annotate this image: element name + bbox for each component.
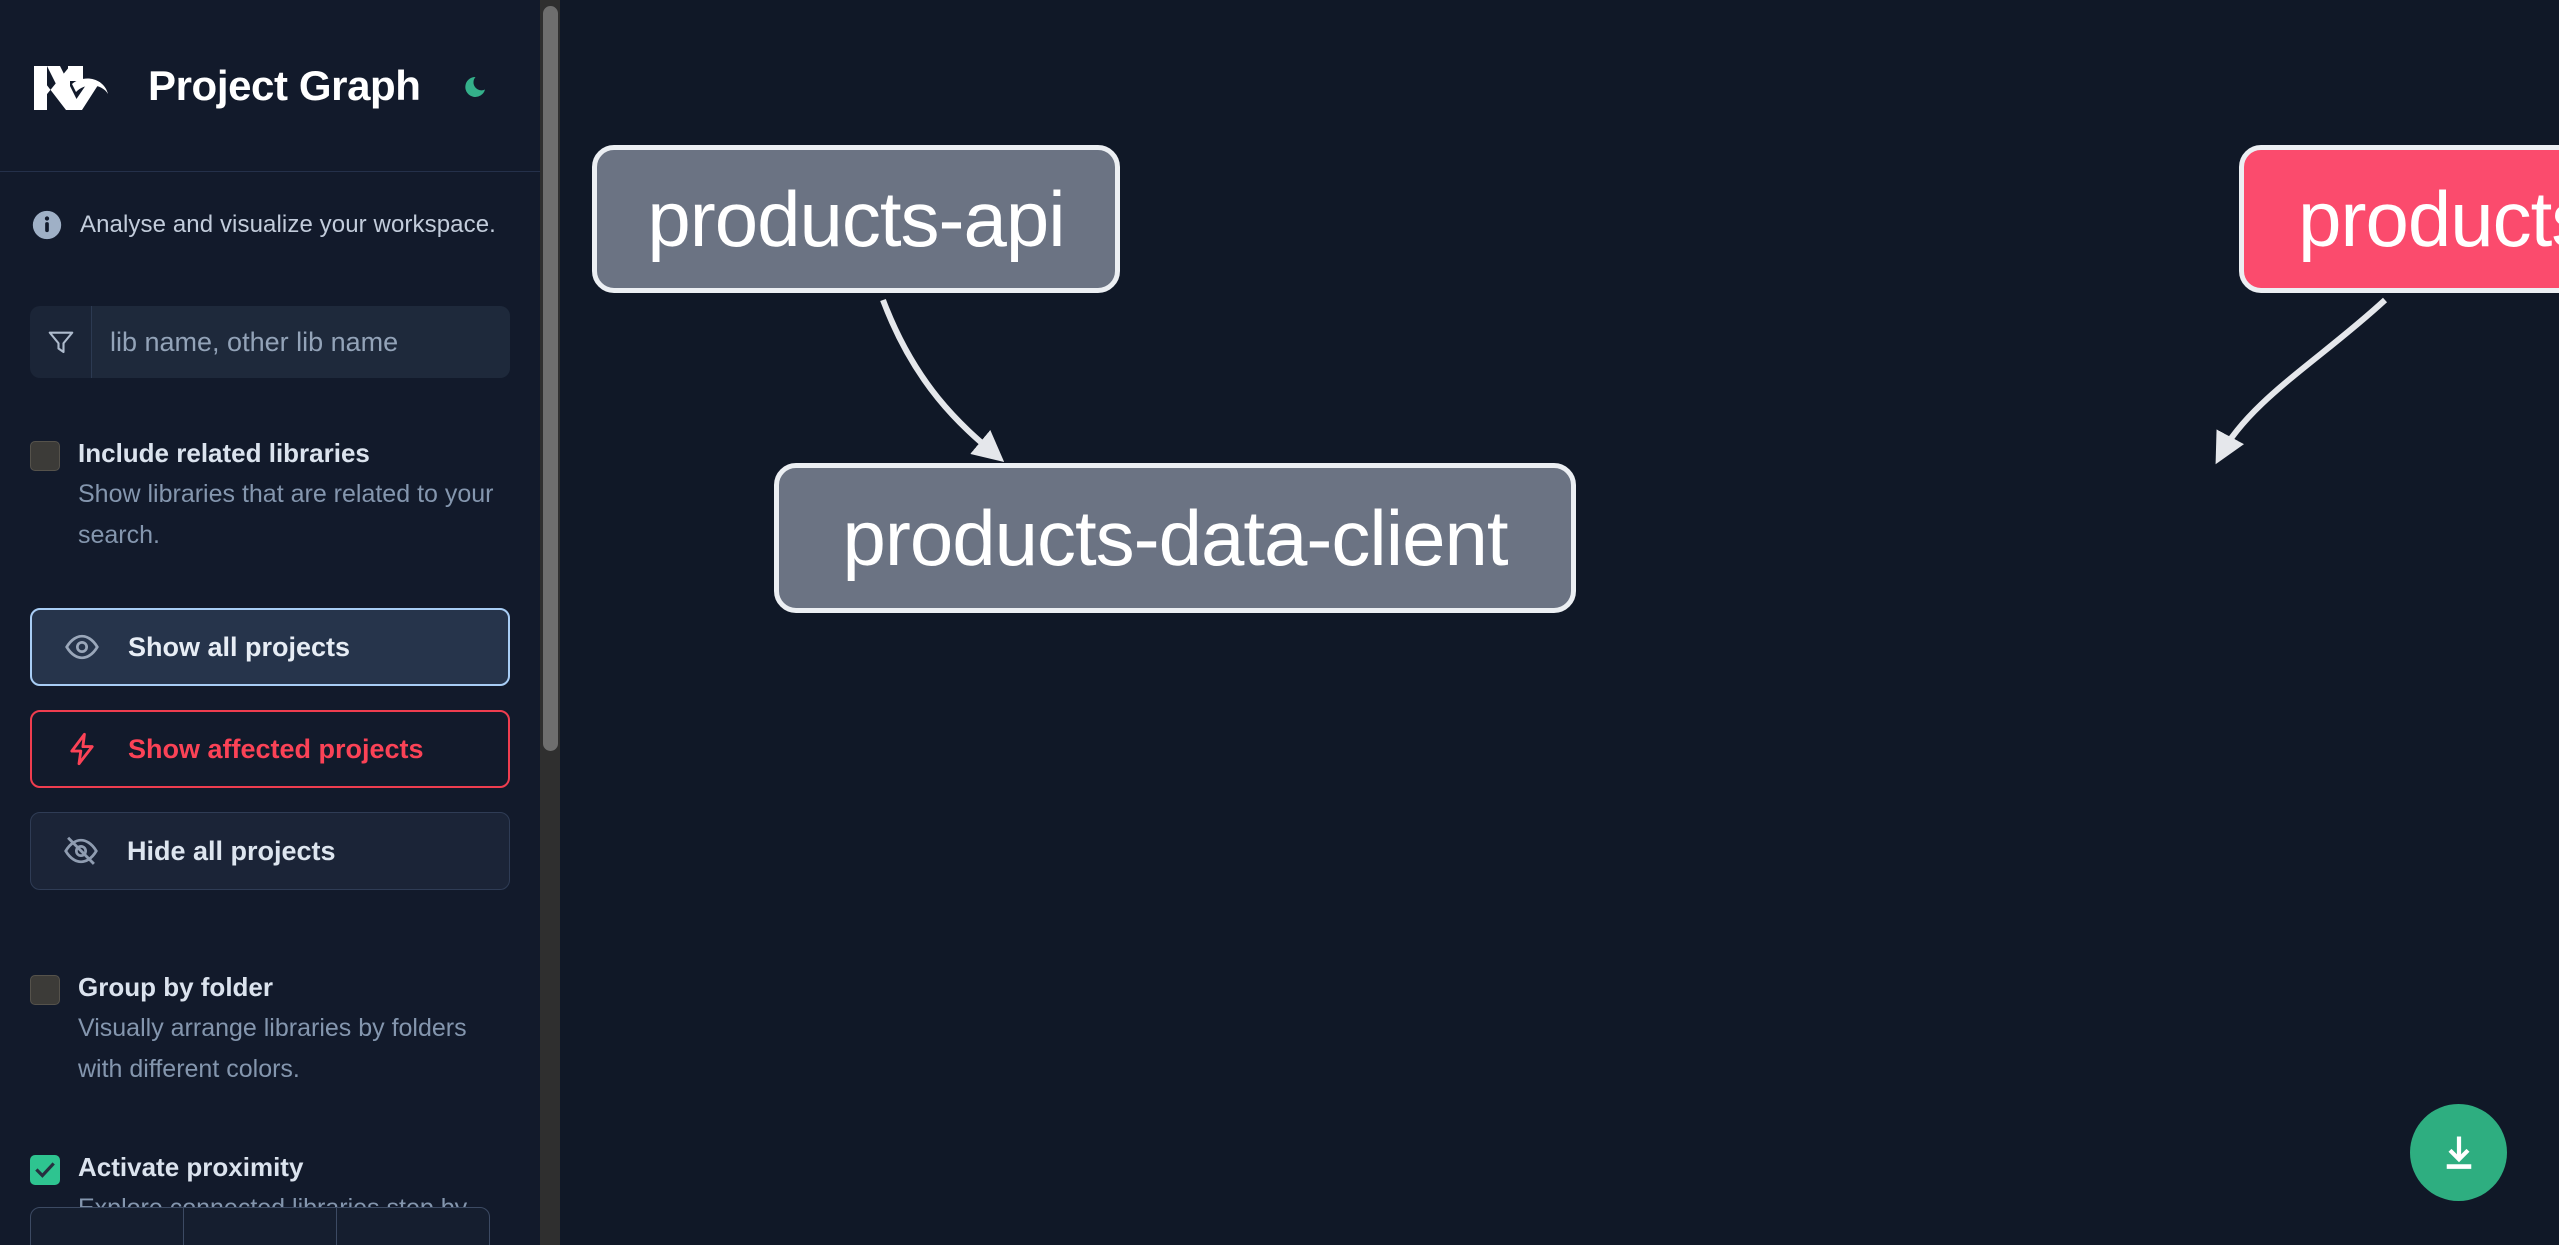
workspace-info-text: Analyse and visualize your workspace. bbox=[80, 211, 496, 238]
eye-icon bbox=[64, 629, 108, 665]
sidebar-scrollbar-thumb[interactable] bbox=[543, 6, 558, 751]
segment-1[interactable] bbox=[31, 1208, 184, 1245]
moon-icon[interactable] bbox=[457, 66, 497, 106]
option-label: Activate proximity bbox=[78, 1152, 304, 1182]
edge-products-cli-to-data-client bbox=[2215, 297, 2388, 465]
option-include-related-libraries[interactable]: Include related libraries Show libraries… bbox=[0, 410, 540, 556]
option-description: Show libraries that are related to your … bbox=[78, 480, 494, 549]
sidebar-scrollbar-track[interactable] bbox=[540, 0, 560, 1245]
option-label: Group by folder bbox=[78, 972, 273, 1002]
button-label: Show all projects bbox=[128, 631, 351, 662]
graph-node-products-api[interactable]: products-api bbox=[592, 145, 1120, 293]
graph-canvas[interactable]: products-api products-cli products-data-… bbox=[560, 0, 2559, 1245]
checkbox-include-related-libraries[interactable] bbox=[30, 441, 60, 471]
show-affected-projects-button[interactable]: Show affected projects bbox=[30, 710, 510, 788]
graph-node-products-cli[interactable]: products-cli bbox=[2239, 145, 2559, 293]
checkbox-activate-proximity[interactable] bbox=[30, 1155, 60, 1185]
filter-funnel-icon bbox=[30, 306, 92, 378]
lightning-bolt-icon bbox=[64, 731, 108, 767]
sidebar-header: Project Graph bbox=[0, 0, 540, 172]
button-label: Show affected projects bbox=[128, 733, 424, 764]
checkbox-group-by-folder[interactable] bbox=[30, 975, 60, 1005]
edge-products-api-to-data-client bbox=[880, 298, 1005, 463]
show-all-projects-button[interactable]: Show all projects bbox=[30, 608, 510, 686]
option-label: Include related libraries bbox=[78, 438, 370, 468]
segment-2[interactable] bbox=[184, 1208, 337, 1245]
option-group-by-folder[interactable]: Group by folder Visually arrange librari… bbox=[0, 944, 540, 1090]
graph-node-products-data-client[interactable]: products-data-client bbox=[774, 463, 1576, 613]
eye-off-icon bbox=[63, 833, 107, 869]
option-description: Visually arrange libraries by folders wi… bbox=[78, 1014, 467, 1083]
hide-all-projects-button[interactable]: Hide all projects bbox=[30, 812, 510, 890]
search-field[interactable] bbox=[30, 306, 510, 378]
download-icon bbox=[2446, 1136, 2471, 1169]
info-circle-icon bbox=[30, 208, 64, 242]
button-label: Hide all projects bbox=[127, 835, 336, 866]
download-button[interactable] bbox=[2410, 1104, 2507, 1201]
sidebar: Project Graph Analyse and visualize your… bbox=[0, 0, 560, 1245]
node-label: products-cli bbox=[2298, 174, 2559, 263]
segmented-control[interactable] bbox=[30, 1207, 490, 1245]
workspace-info: Analyse and visualize your workspace. bbox=[0, 172, 540, 242]
page-title: Project Graph bbox=[148, 61, 421, 109]
node-label: products-api bbox=[647, 174, 1065, 263]
segment-3[interactable] bbox=[337, 1208, 489, 1245]
node-label: products-data-client bbox=[842, 493, 1508, 582]
nx-logo bbox=[30, 60, 112, 112]
search-input[interactable] bbox=[92, 306, 510, 378]
graph-edges bbox=[880, 297, 2388, 465]
